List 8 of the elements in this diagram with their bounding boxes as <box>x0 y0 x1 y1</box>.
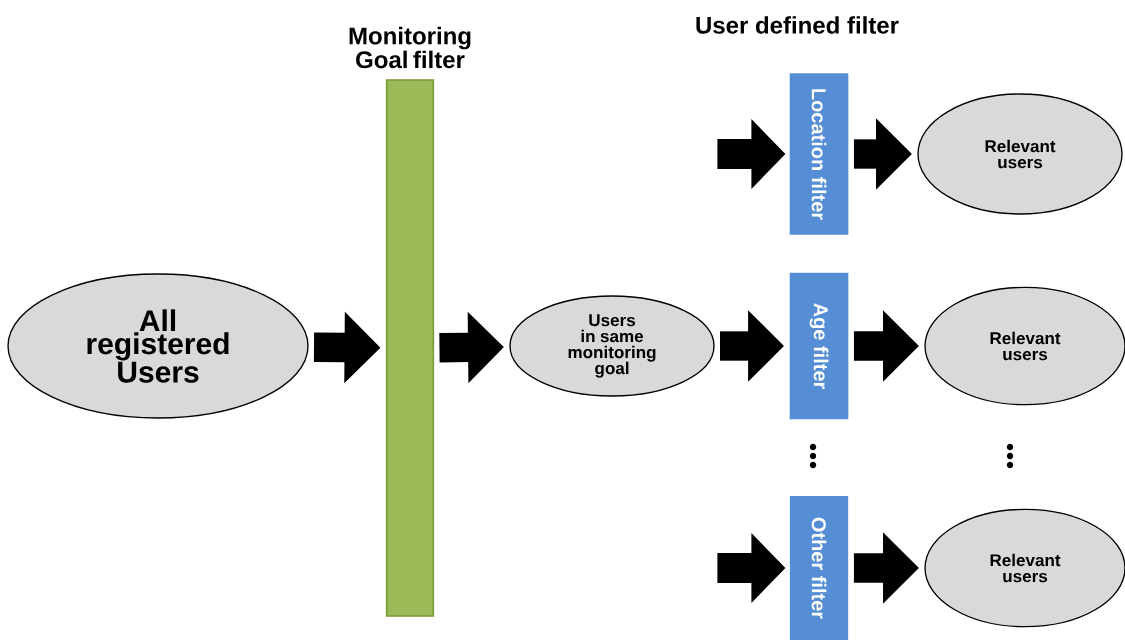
block-arrow <box>717 533 786 603</box>
filter-bar: Monitoring Goal filter <box>349 26 471 617</box>
filter-bar: Other filter <box>789 496 849 640</box>
filter-bar: Location filter <box>789 73 849 235</box>
node-label: Monitoring Goal filter <box>349 26 471 69</box>
block-arrow <box>717 119 786 189</box>
filter-bar: Age filter <box>789 272 849 420</box>
section-heading: User defined filter <box>696 16 899 34</box>
